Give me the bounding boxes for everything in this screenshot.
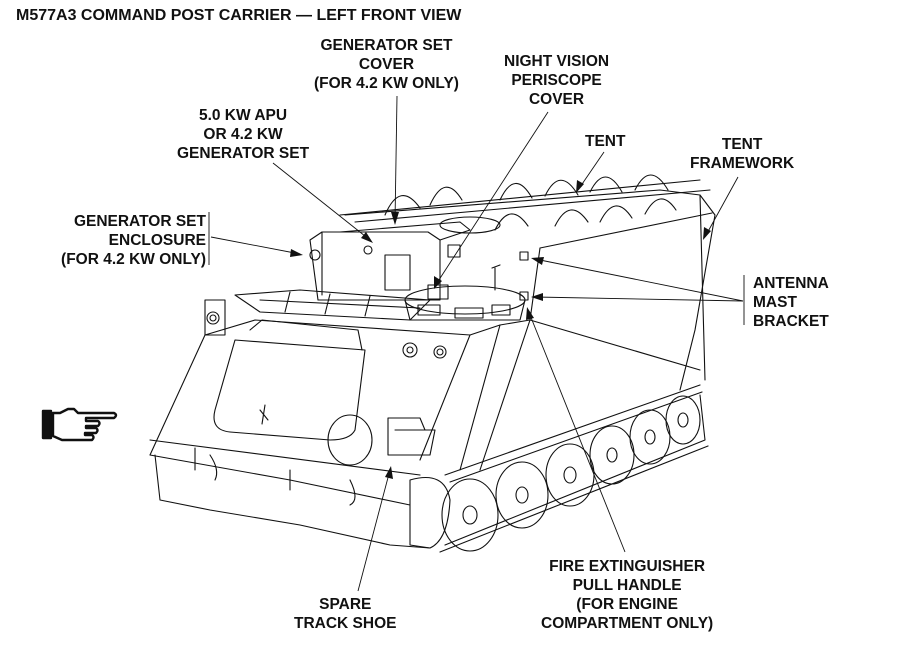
label-line: MAST bbox=[753, 294, 797, 311]
label-line: COVER bbox=[528, 91, 585, 108]
label-generator-set-cover: GENERATOR SET COVER (FOR 4.2 KW ONLY) bbox=[314, 36, 459, 93]
label-line: GENERATOR SET bbox=[320, 37, 453, 54]
label-line: TRACK SHOE bbox=[294, 615, 397, 632]
generator-enclosure bbox=[309, 231, 441, 301]
track-lower bbox=[444, 394, 706, 546]
label-line: FIRE EXTINGUISHER bbox=[549, 558, 706, 575]
arrowhead bbox=[531, 257, 544, 265]
label-line: NIGHT VISION bbox=[504, 53, 610, 70]
arrowhead bbox=[434, 276, 442, 289]
arrowhead bbox=[391, 212, 399, 225]
label-line: SPARE bbox=[319, 596, 372, 613]
arrowhead bbox=[531, 293, 543, 301]
label-spare-track-shoe: SPARE TRACK SHOE bbox=[294, 595, 396, 633]
label-generator-set-enclosure: GENERATOR SET ENCLOSURE (FOR 4.2 KW ONLY… bbox=[42, 212, 206, 269]
road-wheel bbox=[589, 425, 635, 485]
label-line: OR 4.2 KW bbox=[203, 126, 283, 143]
label-line: FRAMEWORK bbox=[690, 155, 795, 172]
drive-sprocket bbox=[409, 476, 451, 549]
label-line: 5.0 KW APU bbox=[198, 107, 288, 124]
arrowhead bbox=[703, 227, 711, 240]
label-line: (FOR ENGINE bbox=[576, 596, 678, 613]
antenna-mast-bracket-upper bbox=[519, 251, 529, 261]
label-line: BRACKET bbox=[753, 313, 829, 330]
label-line: TENT bbox=[721, 136, 763, 153]
spare-track-shoe bbox=[387, 417, 436, 456]
arrowhead bbox=[576, 180, 584, 193]
track-upper bbox=[444, 384, 701, 476]
label-line: TENT bbox=[585, 133, 626, 150]
antenna-mast-bracket-lower bbox=[519, 291, 529, 301]
hull-side-mid bbox=[529, 319, 701, 371]
diagram-title: M577A3 COMMAND POST CARRIER — LEFT FRONT… bbox=[16, 7, 462, 24]
label-line: GENERATOR SET bbox=[73, 213, 206, 230]
trim-vane bbox=[213, 339, 366, 441]
label-tent: TENT bbox=[585, 132, 625, 151]
road-wheel bbox=[441, 478, 499, 552]
label-line: PERISCOPE bbox=[511, 72, 602, 89]
pointing-hand-icon bbox=[41, 407, 118, 442]
label-line: PULL HANDLE bbox=[572, 577, 682, 594]
hull-body-top-edge bbox=[344, 189, 716, 391]
arrowhead bbox=[290, 249, 303, 257]
label-line: GENERATOR SET bbox=[177, 145, 310, 162]
arrowhead bbox=[385, 466, 393, 479]
label-antenna-mast-bracket: ANTENNA MAST BRACKET bbox=[753, 274, 829, 331]
road-wheel bbox=[545, 443, 595, 507]
track-front bbox=[154, 454, 431, 549]
label-night-vision-periscope-cover: NIGHT VISION PERISCOPE COVER bbox=[504, 52, 609, 109]
hull-left-edge bbox=[149, 334, 206, 456]
label-line: ANTENNA bbox=[753, 275, 829, 292]
label-tent-framework: TENT FRAMEWORK bbox=[690, 135, 794, 173]
label-line: (FOR 4.2 KW ONLY) bbox=[314, 75, 459, 92]
hull-top-right-edge bbox=[539, 212, 713, 249]
label-fire-extinguisher-pull-handle: FIRE EXTINGUISHER PULL HANDLE (FOR ENGIN… bbox=[541, 557, 713, 633]
road-wheel bbox=[495, 461, 549, 529]
arrowhead bbox=[526, 307, 534, 320]
idler-wheel bbox=[665, 395, 701, 445]
label-line: (FOR 4.2 KW ONLY) bbox=[61, 251, 206, 268]
road-wheel bbox=[629, 409, 671, 465]
label-apu-generator-set: 5.0 KW APU OR 4.2 KW GENERATOR SET bbox=[177, 106, 309, 163]
label-line: COMPARTMENT ONLY) bbox=[541, 615, 714, 632]
label-line: ENCLOSURE bbox=[108, 232, 206, 249]
arrowhead bbox=[361, 232, 373, 243]
label-line: COVER bbox=[358, 56, 415, 73]
